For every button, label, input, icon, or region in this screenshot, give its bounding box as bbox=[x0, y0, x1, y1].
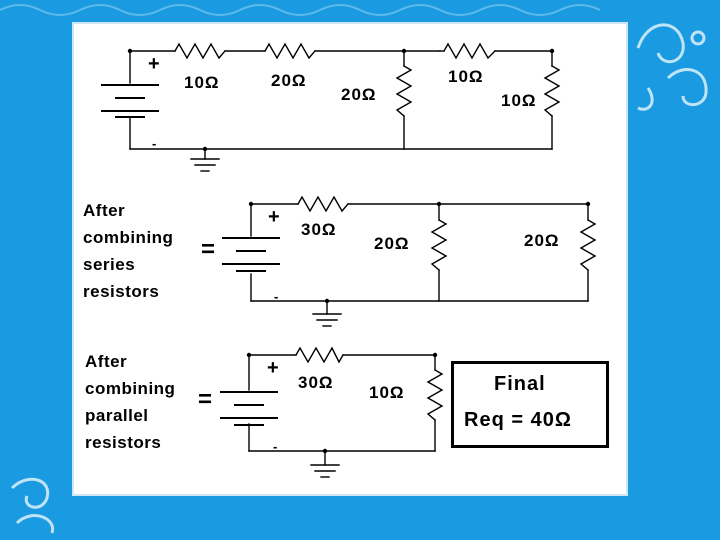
circuit1-resistor-3-value: 20Ω bbox=[341, 85, 377, 104]
corner-ornament-top-right bbox=[636, 23, 708, 111]
circuit3-battery bbox=[220, 391, 278, 426]
corner-ornament-bottom-left bbox=[10, 477, 55, 534]
final-result-box: Final Req = 40Ω bbox=[451, 361, 609, 448]
circuit3-resistor-1 bbox=[295, 346, 344, 364]
circuit3-caption: After combining parallel resistors bbox=[85, 348, 175, 456]
circuit-diagrams bbox=[101, 42, 597, 478]
circuit3-wires bbox=[248, 354, 436, 466]
circuit2-caption-line-2: combining bbox=[83, 228, 174, 247]
circuit1-resistor-2-value: 20Ω bbox=[271, 71, 307, 90]
circuit3-caption-line-2: combining bbox=[85, 379, 176, 398]
circuit3-caption-line-4: resistors bbox=[85, 433, 162, 452]
circuit3-caption-line-3: parallel bbox=[85, 406, 149, 425]
circuit3-resistor-2-value: 10Ω bbox=[369, 383, 405, 402]
circuit3-resistor-1-value: 30Ω bbox=[298, 373, 334, 392]
circuit2-caption-line-1: After bbox=[83, 201, 126, 220]
circuit2-battery bbox=[222, 237, 280, 272]
circuit2-resistor-3-value: 20Ω bbox=[524, 231, 560, 250]
circuit-panel: + - 10Ω 20Ω 20Ω 10Ω 10Ω After combining … bbox=[72, 22, 628, 496]
junction-dots bbox=[127, 48, 591, 454]
circuit3-equals-sign: = bbox=[198, 386, 213, 413]
circuit2-resistor-2-value: 20Ω bbox=[374, 234, 410, 253]
border-pattern-top bbox=[0, 4, 601, 16]
circuit3-plus-label: + bbox=[267, 357, 279, 379]
circuit3-ground bbox=[310, 464, 340, 478]
circuit2-caption: After combining series resistors bbox=[83, 197, 173, 305]
circuit1-minus-label: - bbox=[152, 136, 157, 151]
circuit2-caption-line-3: series bbox=[83, 255, 136, 274]
circuit2-minus-label: - bbox=[274, 289, 279, 304]
circuit2-resistor-2 bbox=[430, 219, 448, 271]
circuit1-battery bbox=[101, 84, 159, 118]
circuit2-wires bbox=[250, 203, 589, 315]
circuit3-caption-line-1: After bbox=[85, 352, 128, 371]
circuit2-resistor-1-value: 30Ω bbox=[301, 220, 337, 239]
circuit2-ground bbox=[312, 313, 342, 327]
circuit1-resistor-2 bbox=[264, 42, 316, 60]
final-title: Final bbox=[494, 373, 546, 395]
circuit1-resistor-3 bbox=[395, 65, 413, 117]
circuit3-resistor-2 bbox=[426, 369, 444, 421]
circuit2-plus-label: + bbox=[268, 206, 280, 228]
final-equivalent-resistance: Req = 40Ω bbox=[464, 409, 572, 431]
circuit1-plus-label: + bbox=[148, 53, 160, 75]
circuit2-resistor-1 bbox=[297, 195, 349, 213]
circuit1-ground bbox=[190, 158, 220, 172]
circuit2-resistor-3 bbox=[579, 219, 597, 271]
circuit2-equals-sign: = bbox=[201, 236, 216, 263]
circuit1-wires bbox=[129, 50, 553, 160]
circuit1-resistor-4-value: 10Ω bbox=[448, 67, 484, 86]
circuit1-resistor-1 bbox=[174, 42, 226, 60]
circuit2-caption-line-4: resistors bbox=[83, 282, 160, 301]
circuit3-minus-label: - bbox=[273, 439, 278, 454]
circuit1-resistor-4 bbox=[443, 42, 496, 60]
circuit1-resistor-1-value: 10Ω bbox=[184, 73, 220, 92]
circuit1-resistor-5 bbox=[543, 65, 561, 117]
circuit1-resistor-5-value: 10Ω bbox=[501, 91, 537, 110]
